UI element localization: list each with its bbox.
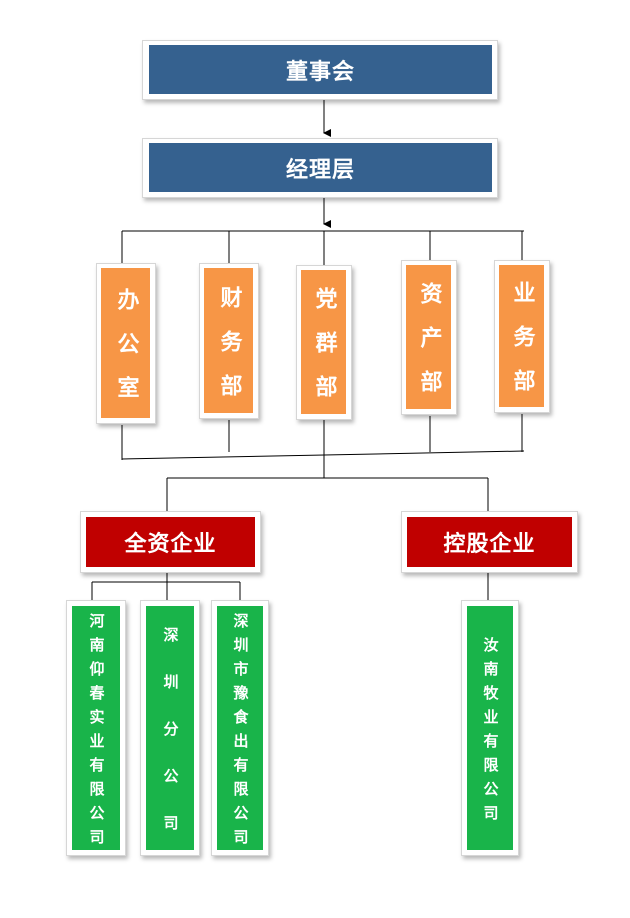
department-label: 财务部 [216,285,242,418]
department-label: 办公室 [113,288,139,420]
company-henan-yangchun: 河南仰春实业有限公司 [72,606,120,853]
department-business: 业务部 [499,265,544,413]
company-label: 深圳分公司 [161,626,180,862]
company-runan-muye: 汝南牧业有限公司 [467,606,513,850]
company-shenzhen-branch: 深圳分公司 [146,606,194,862]
board-label: 董事会 [285,59,355,85]
board-box: 董事会 [149,45,492,94]
department-party: 党群部 [301,270,346,419]
company-label: 汝南牧业有限公司 [481,636,500,829]
department-label: 资产部 [416,282,442,414]
department-label: 党群部 [311,287,337,419]
department-assets: 资产部 [406,265,451,414]
department-label: 业务部 [509,281,535,413]
management-box: 经理层 [149,143,492,192]
department-office: 办公室 [101,268,150,420]
wholly-owned-label: 全资企业 [124,532,217,557]
company-label: 河南仰春实业有限公司 [87,612,106,853]
company-shenzhen-yushi: 深圳市豫食出有限公司 [217,606,263,853]
wholly-owned-box: 全资企业 [86,517,255,567]
management-label: 经理层 [285,157,355,183]
department-finance: 财务部 [204,268,253,418]
company-label: 深圳市豫食出有限公司 [231,612,250,853]
bottom-department-bus [121,450,525,460]
holding-label: 控股企业 [443,532,536,557]
holding-box: 控股企业 [407,517,572,567]
